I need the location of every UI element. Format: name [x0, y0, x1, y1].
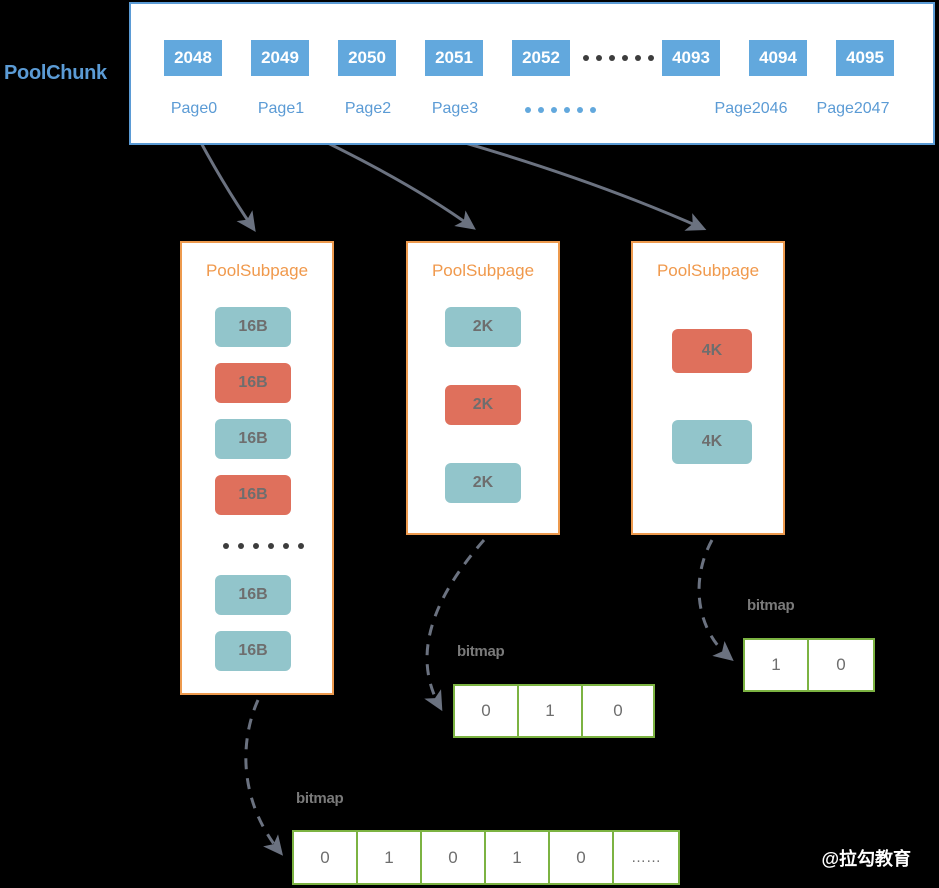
page-label-2046: Page2046 [714, 100, 788, 117]
bitmap2-cell-1[interactable]: 1 [519, 686, 583, 736]
poolsubpage-title-3: PoolSubpage [656, 261, 760, 280]
bitmap1-cell-1[interactable]: 1 [358, 832, 422, 883]
ellipsis-dot [596, 55, 602, 61]
ellipsis-dot [648, 55, 654, 61]
poolsubpage-box-1: PoolSubpage 16B 16B 16B 16B 16B 16B [180, 241, 334, 695]
memory-map-ellipsis [583, 55, 654, 61]
bitmap-table-1: 0 1 0 1 0 …… [292, 830, 680, 885]
ellipsis-dot [564, 107, 570, 113]
page-label-1: Page1 [257, 100, 305, 117]
bitmap3-cell-0[interactable]: 1 [745, 640, 809, 690]
bitmap-label-3: bitmap [747, 597, 795, 614]
memory-map-cell-0[interactable]: 2048 [164, 40, 222, 76]
bitmap1-cell-3[interactable]: 1 [486, 832, 550, 883]
subpage2-block-2[interactable]: 2K [445, 463, 521, 503]
ellipsis-dot [577, 107, 583, 113]
ellipsis-dot [283, 543, 289, 549]
poolsubpage-title-1: PoolSubpage [205, 261, 309, 280]
poolchunk-label: PoolChunk [4, 62, 107, 84]
poolsubpage-box-2: PoolSubpage 2K 2K 2K [406, 241, 560, 535]
subpage3-block-1[interactable]: 4K [672, 420, 752, 464]
ellipsis-dot [298, 543, 304, 549]
bitmap1-cell-5[interactable]: …… [614, 832, 678, 883]
page-label-ellipsis [525, 107, 596, 113]
ellipsis-dot [525, 107, 531, 113]
subpage1-block-3[interactable]: 16B [215, 475, 291, 515]
ellipsis-dot [590, 107, 596, 113]
bitmap1-cell-2[interactable]: 0 [422, 832, 486, 883]
subpage1-block-5[interactable]: 16B [215, 631, 291, 671]
ellipsis-dot [583, 55, 589, 61]
page-label-0: Page0 [170, 100, 218, 117]
bitmap3-cell-1[interactable]: 0 [809, 640, 873, 690]
poolchunk-box: 2048 2049 2050 2051 2052 4093 4094 4095 … [129, 2, 935, 145]
memory-map-cell-6[interactable]: 4094 [749, 40, 807, 76]
poolsubpage-box-3: PoolSubpage 4K 4K [631, 241, 785, 535]
page-label-2047: Page2047 [816, 100, 890, 117]
ellipsis-dot [538, 107, 544, 113]
subpage1-block-2[interactable]: 16B [215, 419, 291, 459]
bitmap2-cell-2[interactable]: 0 [583, 686, 653, 736]
ellipsis-dot [551, 107, 557, 113]
page-label-2: Page2 [344, 100, 392, 117]
bitmap1-cell-0[interactable]: 0 [294, 832, 358, 883]
memory-map-cell-3[interactable]: 2051 [425, 40, 483, 76]
poolsubpage-title-2: PoolSubpage [431, 261, 535, 280]
memory-map-cell-2[interactable]: 2050 [338, 40, 396, 76]
bitmap-label-1: bitmap [296, 790, 344, 807]
watermark: @拉勾教育 [821, 849, 911, 869]
subpage2-block-1[interactable]: 2K [445, 385, 521, 425]
subpage1-block-1[interactable]: 16B [215, 363, 291, 403]
subpage1-ellipsis [223, 543, 304, 549]
bitmap2-cell-0[interactable]: 0 [455, 686, 519, 736]
bitmap-table-3: 1 0 [743, 638, 875, 692]
ellipsis-dot [238, 543, 244, 549]
ellipsis-dot [609, 55, 615, 61]
ellipsis-dot [268, 543, 274, 549]
subpage2-block-0[interactable]: 2K [445, 307, 521, 347]
memory-map-cell-1[interactable]: 2049 [251, 40, 309, 76]
memory-map-cell-7[interactable]: 4095 [836, 40, 894, 76]
bitmap1-cell-4[interactable]: 0 [550, 832, 614, 883]
memory-map-cell-4[interactable]: 2052 [512, 40, 570, 76]
subpage1-block-0[interactable]: 16B [215, 307, 291, 347]
ellipsis-dot [622, 55, 628, 61]
bitmap-label-2: bitmap [457, 643, 505, 660]
subpage1-block-4[interactable]: 16B [215, 575, 291, 615]
page-label-3: Page3 [431, 100, 479, 117]
ellipsis-dot [223, 543, 229, 549]
ellipsis-dot [253, 543, 259, 549]
subpage3-block-0[interactable]: 4K [672, 329, 752, 373]
memory-map-cell-5[interactable]: 4093 [662, 40, 720, 76]
bitmap-table-2: 0 1 0 [453, 684, 655, 738]
ellipsis-dot [635, 55, 641, 61]
